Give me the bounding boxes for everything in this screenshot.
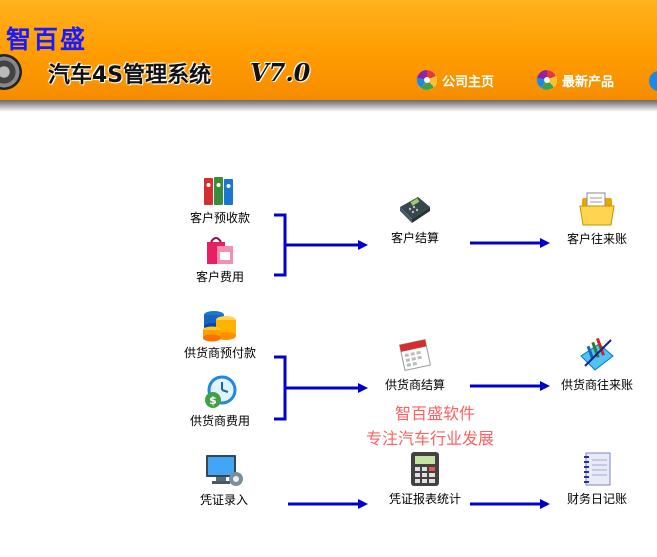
node-label: 客户预收款 xyxy=(189,211,250,225)
finance-journal-node[interactable]: 财务日记账 xyxy=(547,450,647,507)
header-divider xyxy=(0,100,657,112)
svg-text:$: $ xyxy=(209,394,217,407)
color-wheel-icon xyxy=(536,69,557,90)
merge-arrow xyxy=(274,355,368,421)
node-label: 客户结算 xyxy=(390,231,439,245)
node-label: 凭证报表统计 xyxy=(388,492,461,506)
supplier-ledger-node[interactable]: 供货商往来账 xyxy=(547,336,647,393)
binders-icon xyxy=(204,177,233,205)
node-label: 供货商结算 xyxy=(384,378,445,392)
brand-logo-text: 智百盛 xyxy=(6,25,88,54)
calendar-icon xyxy=(398,338,432,372)
customer-settle-node[interactable]: 客户结算 xyxy=(365,193,465,246)
app-title: 汽车4S管理系统 xyxy=(48,63,212,88)
customer-expense-node[interactable]: 客户费用 xyxy=(170,232,270,285)
node-label: 供货商往来账 xyxy=(560,378,633,392)
voucher-entry-node[interactable]: 凭证录入 xyxy=(174,451,274,508)
coins-stack-icon xyxy=(203,311,236,342)
customer-prepay-node[interactable]: 客户预收款 xyxy=(170,175,270,226)
supplier-expense-node[interactable]: $ 供货商费用 xyxy=(170,374,270,429)
node-label: 凭证录入 xyxy=(199,493,248,507)
node-label: 供货商预付款 xyxy=(183,346,256,360)
node-label: 供货商费用 xyxy=(189,414,250,428)
calculator-icon xyxy=(411,452,439,486)
watermark-line2: 专注汽车行业发展 xyxy=(366,429,495,448)
flow-arrow xyxy=(288,499,368,509)
color-wheel-icon xyxy=(416,69,437,90)
app-version: V7.0 xyxy=(250,58,311,87)
nav-company-home[interactable]: 公司主页 xyxy=(416,68,494,92)
watermark-line1: 智百盛软件 xyxy=(395,404,476,423)
app-header: 智百盛 汽车4S管理系统 V7.0 公司主页 最新产品 xyxy=(0,0,657,100)
supplier-settle-node[interactable]: 供货商结算 xyxy=(365,336,465,393)
nav-label: 最新产品 xyxy=(562,74,615,90)
shopping-bag-icon xyxy=(207,237,233,264)
flow-arrow xyxy=(470,238,550,248)
voucher-report-node[interactable]: 凭证报表统计 xyxy=(375,450,475,507)
nav-latest-products[interactable]: 最新产品 xyxy=(536,68,614,92)
computer-gear-icon xyxy=(206,455,243,486)
flow-arrow xyxy=(470,499,550,509)
supplier-prepay-node[interactable]: 供货商预付款 xyxy=(170,306,270,361)
wheel-logo-icon xyxy=(0,54,22,90)
folder-documents-icon xyxy=(579,192,615,226)
color-wheel-icon[interactable] xyxy=(648,70,657,92)
pos-terminal-icon xyxy=(400,197,430,223)
flow-arrow xyxy=(470,381,550,391)
money-clock-icon: $ xyxy=(205,375,237,408)
node-label: 客户往来账 xyxy=(566,232,627,246)
customer-ledger-node[interactable]: 客户往来账 xyxy=(547,190,647,247)
node-label: 财务日记账 xyxy=(566,492,627,506)
nav-label: 公司主页 xyxy=(442,74,495,90)
node-label: 客户费用 xyxy=(195,270,244,284)
merge-arrow xyxy=(274,213,368,277)
notebook-icon xyxy=(584,452,611,486)
chart-book-icon xyxy=(580,337,614,371)
